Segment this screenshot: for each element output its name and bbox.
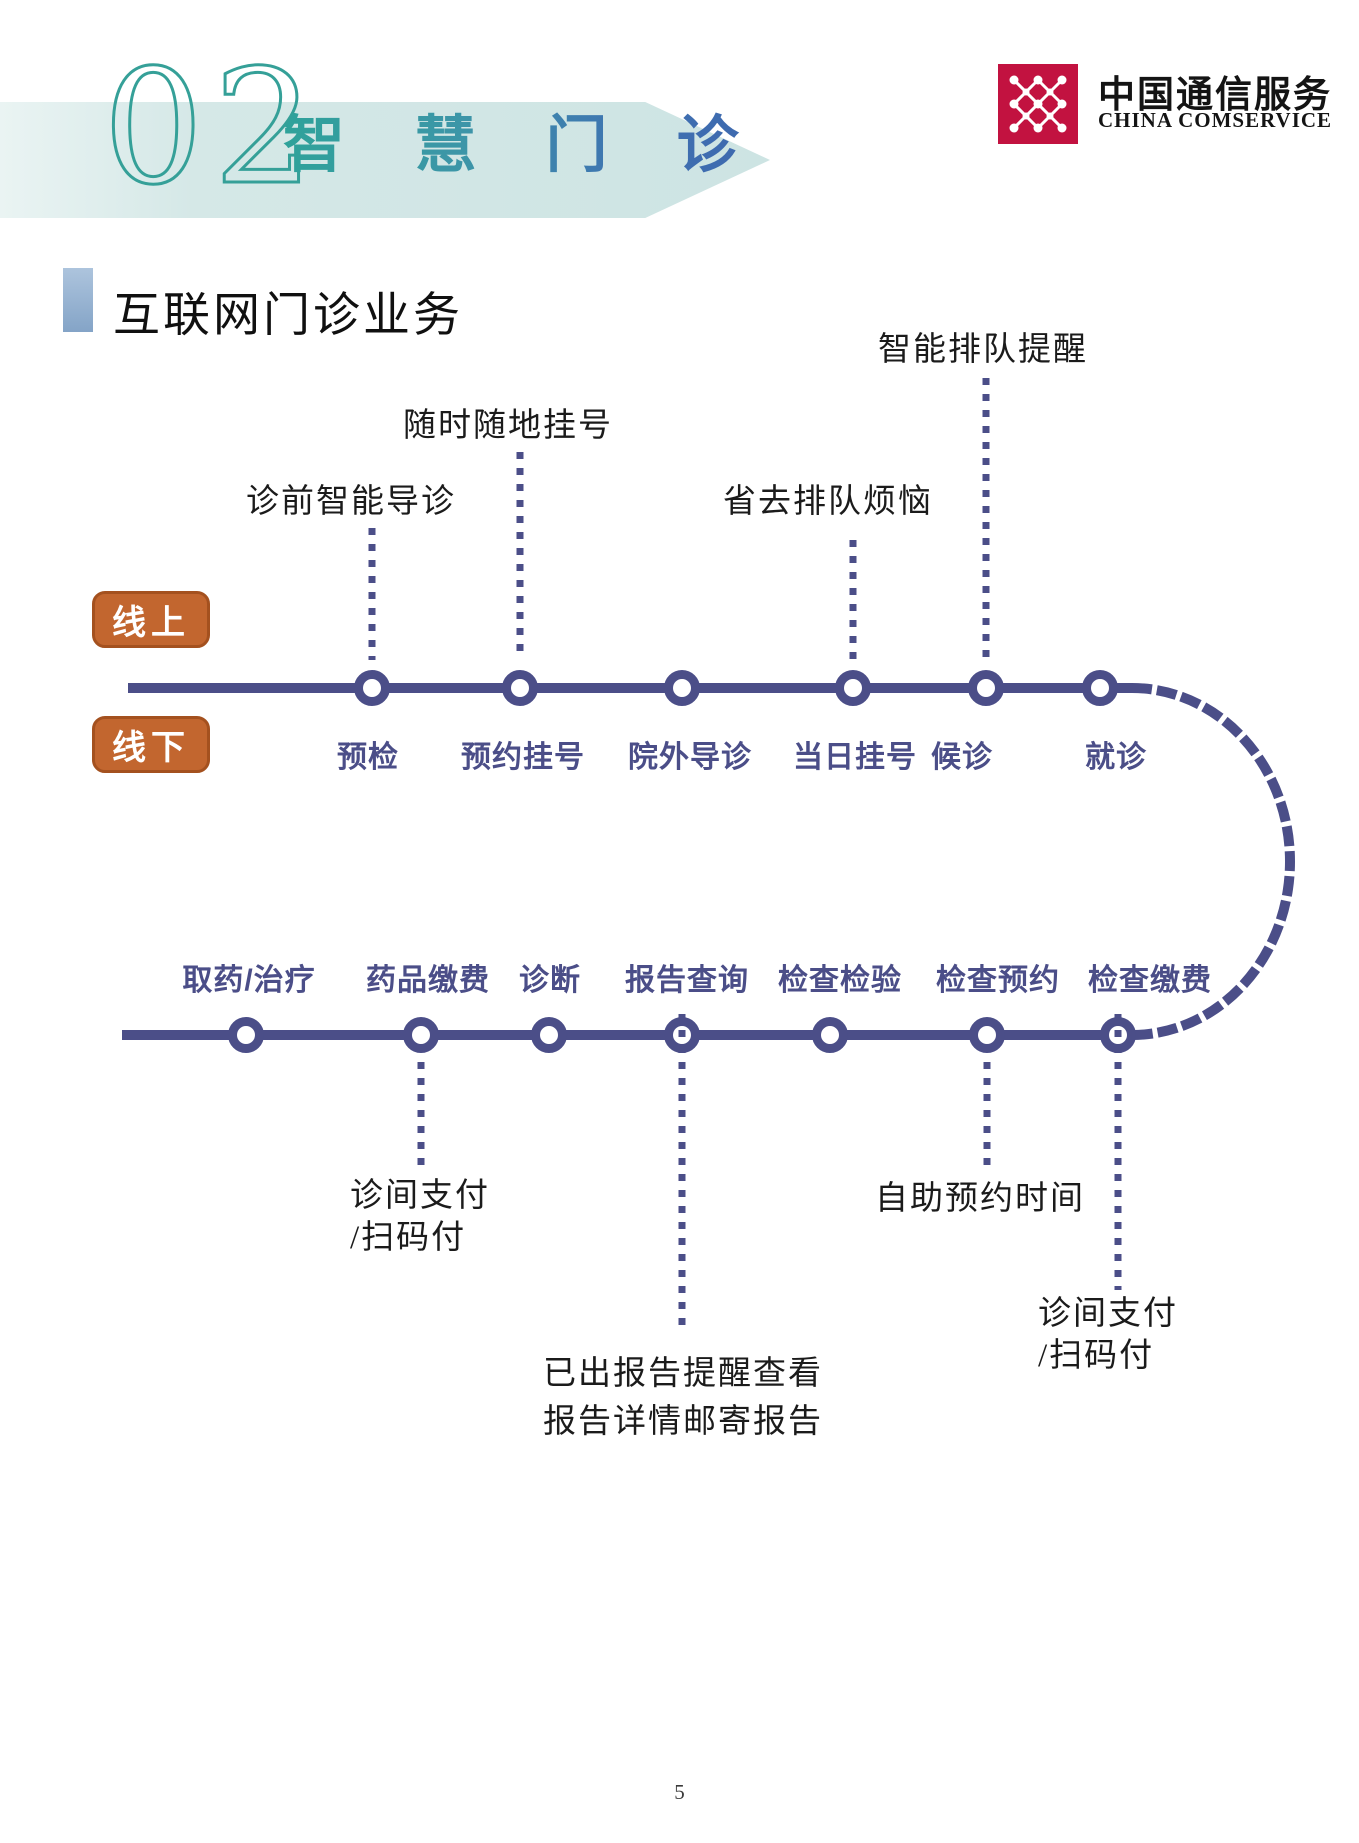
node-yuanwaidaozhen bbox=[664, 670, 700, 706]
node-yujian bbox=[354, 670, 390, 706]
legend-online-badge: 线上 bbox=[92, 591, 210, 648]
node-dangriguahao bbox=[835, 670, 871, 706]
annotation-register-anywhere: 随时随地挂号 bbox=[403, 408, 613, 444]
annotation-smart-queue-reminder: 智能排队提醒 bbox=[878, 332, 1088, 368]
node-label-jianchayuyue: 检查预约 bbox=[936, 964, 1060, 997]
node-label-yuanwaidaozhen: 院外导诊 bbox=[628, 741, 752, 774]
node-quyao-zhiliao bbox=[228, 1017, 264, 1053]
annotation-payment-left-line1: 诊间支付 bbox=[350, 1178, 490, 1214]
node-houzhen bbox=[968, 670, 1004, 706]
node-jianchayuyue bbox=[969, 1017, 1005, 1053]
node-label-yuyueguahao: 预约挂号 bbox=[461, 741, 585, 774]
annotation-payment-left: 诊间支付 /扫码付 bbox=[350, 1175, 490, 1259]
annotation-payment-right: 诊间支付 /扫码付 bbox=[1038, 1293, 1178, 1377]
annotation-report-notice-line1: 已出报告提醒查看 bbox=[543, 1356, 823, 1392]
node-label-yujian: 预检 bbox=[337, 741, 399, 774]
node-label-jianchajiaofei: 检查缴费 bbox=[1088, 964, 1212, 997]
company-logo: 中国通信服务 CHINA COMSERVICE bbox=[998, 62, 1358, 152]
annotation-report-notice: 已出报告提醒查看 报告详情邮寄报告 bbox=[543, 1350, 823, 1446]
node-label-zhenduan: 诊断 bbox=[519, 964, 581, 997]
node-jiuzhen bbox=[1082, 670, 1118, 706]
chapter-number: 02 bbox=[101, 36, 325, 220]
chapter-title: 智 慧 门 诊 bbox=[283, 111, 765, 180]
annotation-pre-visit-guidance: 诊前智能导诊 bbox=[246, 484, 456, 520]
annotation-report-notice-line2: 报告详情邮寄报告 bbox=[543, 1404, 823, 1440]
node-yaopinjiaofei bbox=[403, 1017, 439, 1053]
annotation-payment-right-line1: 诊间支付 bbox=[1038, 1296, 1178, 1332]
section-accent-bar bbox=[63, 268, 93, 332]
node-label-jiuzhen: 就诊 bbox=[1085, 741, 1147, 774]
node-yuyueguahao bbox=[502, 670, 538, 706]
flow-uturn-curve bbox=[1131, 683, 1295, 1040]
node-jianchajianyan bbox=[812, 1017, 848, 1053]
node-label-yaopinjiaofei: 药品缴费 bbox=[366, 964, 490, 997]
node-zhenduan bbox=[531, 1017, 567, 1053]
comservice-lattice-icon bbox=[998, 64, 1078, 144]
annotation-self-booking-time: 自助预约时间 bbox=[875, 1181, 1085, 1217]
section-title: 互联网门诊业务 bbox=[113, 290, 463, 342]
annotation-no-queue-trouble: 省去排队烦恼 bbox=[723, 484, 933, 520]
node-label-dangriguahao: 当日挂号 bbox=[793, 741, 917, 774]
page-number: 5 bbox=[674, 1780, 685, 1804]
legend-offline-badge: 线下 bbox=[92, 716, 210, 773]
node-label-jianchajianyan: 检查检验 bbox=[778, 964, 902, 997]
logo-cn-text: 中国通信服务 bbox=[1098, 75, 1332, 116]
node-label-houzhen: 候诊 bbox=[931, 741, 993, 774]
chapter-banner bbox=[0, 102, 770, 218]
node-label-baogaochaxun: 报告查询 bbox=[625, 964, 749, 997]
annotation-payment-left-line2: /扫码付 bbox=[350, 1220, 467, 1256]
node-label-quyao-zhiliao: 取药/治疗 bbox=[182, 964, 316, 997]
annotation-payment-right-line2: /扫码付 bbox=[1038, 1338, 1155, 1374]
logo-en-text: CHINA COMSERVICE bbox=[1098, 108, 1333, 132]
